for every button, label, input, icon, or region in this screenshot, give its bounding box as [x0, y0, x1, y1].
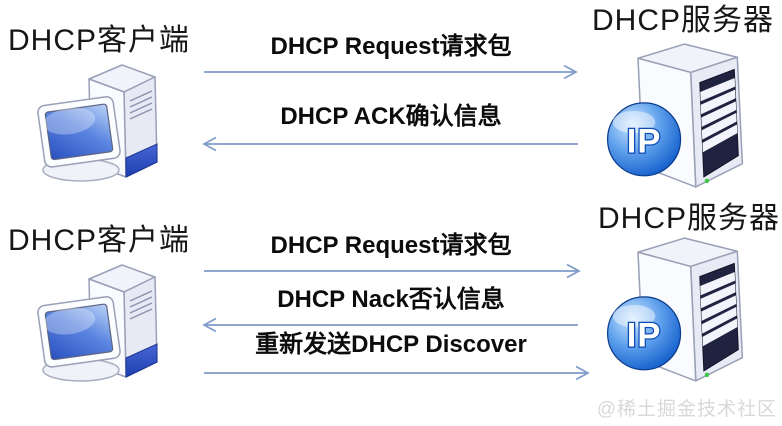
message-dhcp-ack-label: DHCP ACK确认信息 — [280, 103, 502, 130]
message-dhcp-nack-label: DHCP Nack否认信息 — [277, 286, 505, 313]
discover-arrow-right-icon — [204, 365, 590, 381]
server-tower-icon: IP — [606, 237, 744, 382]
message-resend-discover-label: 重新发送DHCP Discover — [255, 331, 527, 358]
message-dhcp-request2-label: DHCP Request请求包 — [270, 232, 512, 259]
ip-badge-icon — [606, 296, 682, 371]
server-tower-icon: IP — [606, 43, 744, 188]
server-label-top: DHCP服务器 — [592, 4, 775, 37]
request-arrow-right-icon — [204, 64, 578, 80]
watermark: @稀土掘金技术社区 — [596, 399, 777, 420]
request-arrow-right-icon — [204, 263, 581, 279]
client-label-bottom: DHCP客户端 — [8, 224, 191, 257]
ip-badge-icon — [606, 102, 682, 177]
client-computer-icon — [37, 64, 158, 182]
svg-text:IP: IP — [627, 123, 662, 161]
svg-text:IP: IP — [627, 317, 662, 355]
client-computer-icon — [37, 264, 158, 382]
server-label-bottom: DHCP服务器 — [598, 202, 781, 235]
nack-arrow-left-icon — [202, 317, 578, 333]
message-dhcp-request-label: DHCP Request请求包 — [270, 33, 512, 60]
ack-arrow-left-icon — [202, 136, 578, 152]
client-label-top: DHCP客户端 — [8, 24, 191, 57]
